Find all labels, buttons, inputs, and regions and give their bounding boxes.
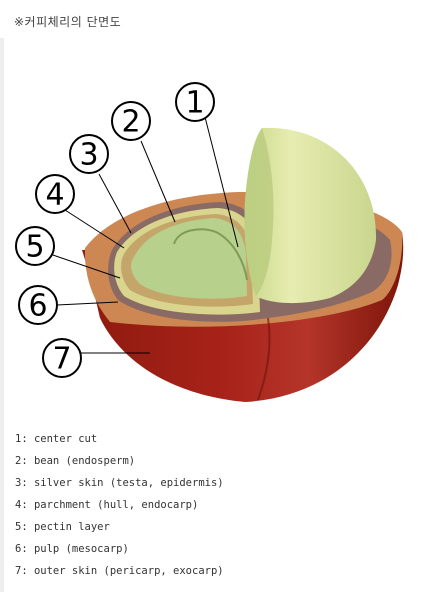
bean-left (131, 218, 247, 299)
leader-4 (64, 209, 125, 249)
bean-right (244, 127, 377, 304)
callout-markers: 1 2 3 4 5 6 7 (15, 82, 215, 378)
cherry-body (82, 127, 404, 402)
legend-item: 1: center cut (15, 433, 98, 445)
caption: ※커피체리의 단면도 (14, 15, 122, 29)
left-border (0, 38, 4, 592)
callout-number: 2 (121, 105, 140, 140)
callout-4: 4 (35, 174, 75, 214)
legend-item: 5: pectin layer (15, 521, 110, 533)
skin-seam (257, 317, 271, 401)
callout-5: 5 (15, 226, 55, 266)
callout-number: 3 (79, 138, 98, 173)
leader-3 (98, 173, 132, 234)
legend-item: 3: silver skin (testa, epidermis) (15, 477, 224, 489)
callout-lines (49, 116, 239, 354)
callout-7: 7 (42, 338, 82, 378)
callout-number: 5 (25, 230, 44, 265)
center-cut (173, 228, 248, 281)
callout-6: 6 (18, 285, 58, 325)
leader-6 (56, 301, 119, 306)
legend-item: 6: pulp (mesocarp) (15, 543, 129, 555)
leader-2 (140, 140, 176, 223)
callout-2: 2 (111, 101, 151, 141)
legend-item: 4: parchment (hull, endocarp) (15, 499, 199, 511)
callout-1: 1 (175, 82, 215, 122)
callout-number: 4 (45, 178, 64, 213)
callout-number: 7 (52, 342, 71, 377)
bean-right-shade (244, 128, 274, 296)
callout-3: 3 (69, 134, 109, 174)
callout-number: 6 (28, 289, 47, 324)
leader-1 (204, 116, 239, 248)
callout-number: 1 (185, 86, 204, 121)
legend: 1: center cut 2: bean (endosperm) 3: sil… (15, 428, 224, 582)
leader-5 (49, 253, 121, 279)
legend-item: 7: outer skin (pericarp, exocarp) (15, 565, 224, 577)
legend-item: 2: bean (endosperm) (15, 455, 136, 467)
